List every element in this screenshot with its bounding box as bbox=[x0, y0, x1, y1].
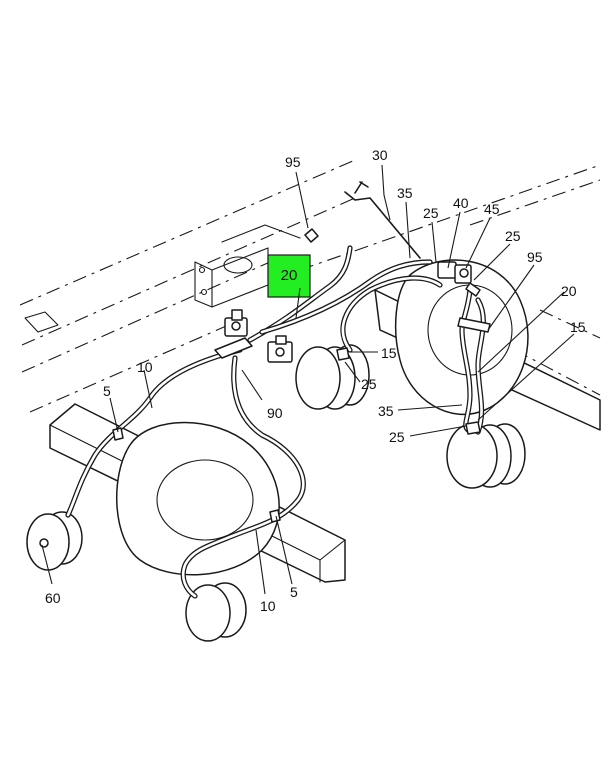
callout-35-top: 35 bbox=[397, 185, 413, 201]
callout-5-bottom: 5 bbox=[290, 584, 298, 600]
callout-95-top: 95 bbox=[285, 154, 301, 170]
callout-60: 60 bbox=[45, 590, 61, 606]
rear-axle bbox=[374, 259, 601, 431]
callout-25-bottom: 25 bbox=[389, 429, 405, 445]
callout-95-right: 95 bbox=[527, 249, 543, 265]
callout-20-right: 20 bbox=[561, 283, 577, 299]
valve-cluster-rear bbox=[437, 261, 491, 333]
relay-valve-left bbox=[224, 309, 248, 337]
callout-35-bottom: 35 bbox=[378, 403, 394, 419]
callout-10-left: 10 bbox=[137, 359, 153, 375]
leader-lines bbox=[41, 164, 575, 595]
part-20-label: 20 bbox=[281, 267, 298, 284]
air-hoses bbox=[65, 181, 486, 599]
callout-40: 40 bbox=[453, 195, 469, 211]
brake-chamber-front-left bbox=[26, 511, 83, 571]
callout-10-bottom: 10 bbox=[260, 598, 276, 614]
brake-chamber-rear-right bbox=[446, 423, 526, 489]
brake-chamber-front-right bbox=[185, 582, 247, 642]
relay-valve-mid bbox=[267, 335, 293, 363]
callout-5-left: 5 bbox=[103, 383, 111, 399]
callout-30: 30 bbox=[372, 147, 388, 163]
part-20-highlight[interactable]: 20 bbox=[267, 254, 311, 298]
callout-25-a: 25 bbox=[423, 205, 439, 221]
callout-45: 45 bbox=[484, 201, 500, 217]
callout-15-right: 15 bbox=[570, 319, 586, 335]
callout-90: 90 bbox=[267, 405, 283, 421]
frame-rails bbox=[19, 159, 601, 413]
callout-15-mid: 15 bbox=[381, 345, 397, 361]
callout-25-b: 25 bbox=[505, 228, 521, 244]
front-differential bbox=[115, 421, 280, 576]
tee-fitting bbox=[214, 228, 319, 359]
brake-chamber-rear-mid bbox=[295, 344, 370, 410]
callout-25-mid: 25 bbox=[361, 376, 377, 392]
callout-labels: 95 30 35 25 40 45 25 95 20 15 15 25 10 5… bbox=[45, 147, 586, 614]
clip-fittings bbox=[112, 347, 481, 523]
